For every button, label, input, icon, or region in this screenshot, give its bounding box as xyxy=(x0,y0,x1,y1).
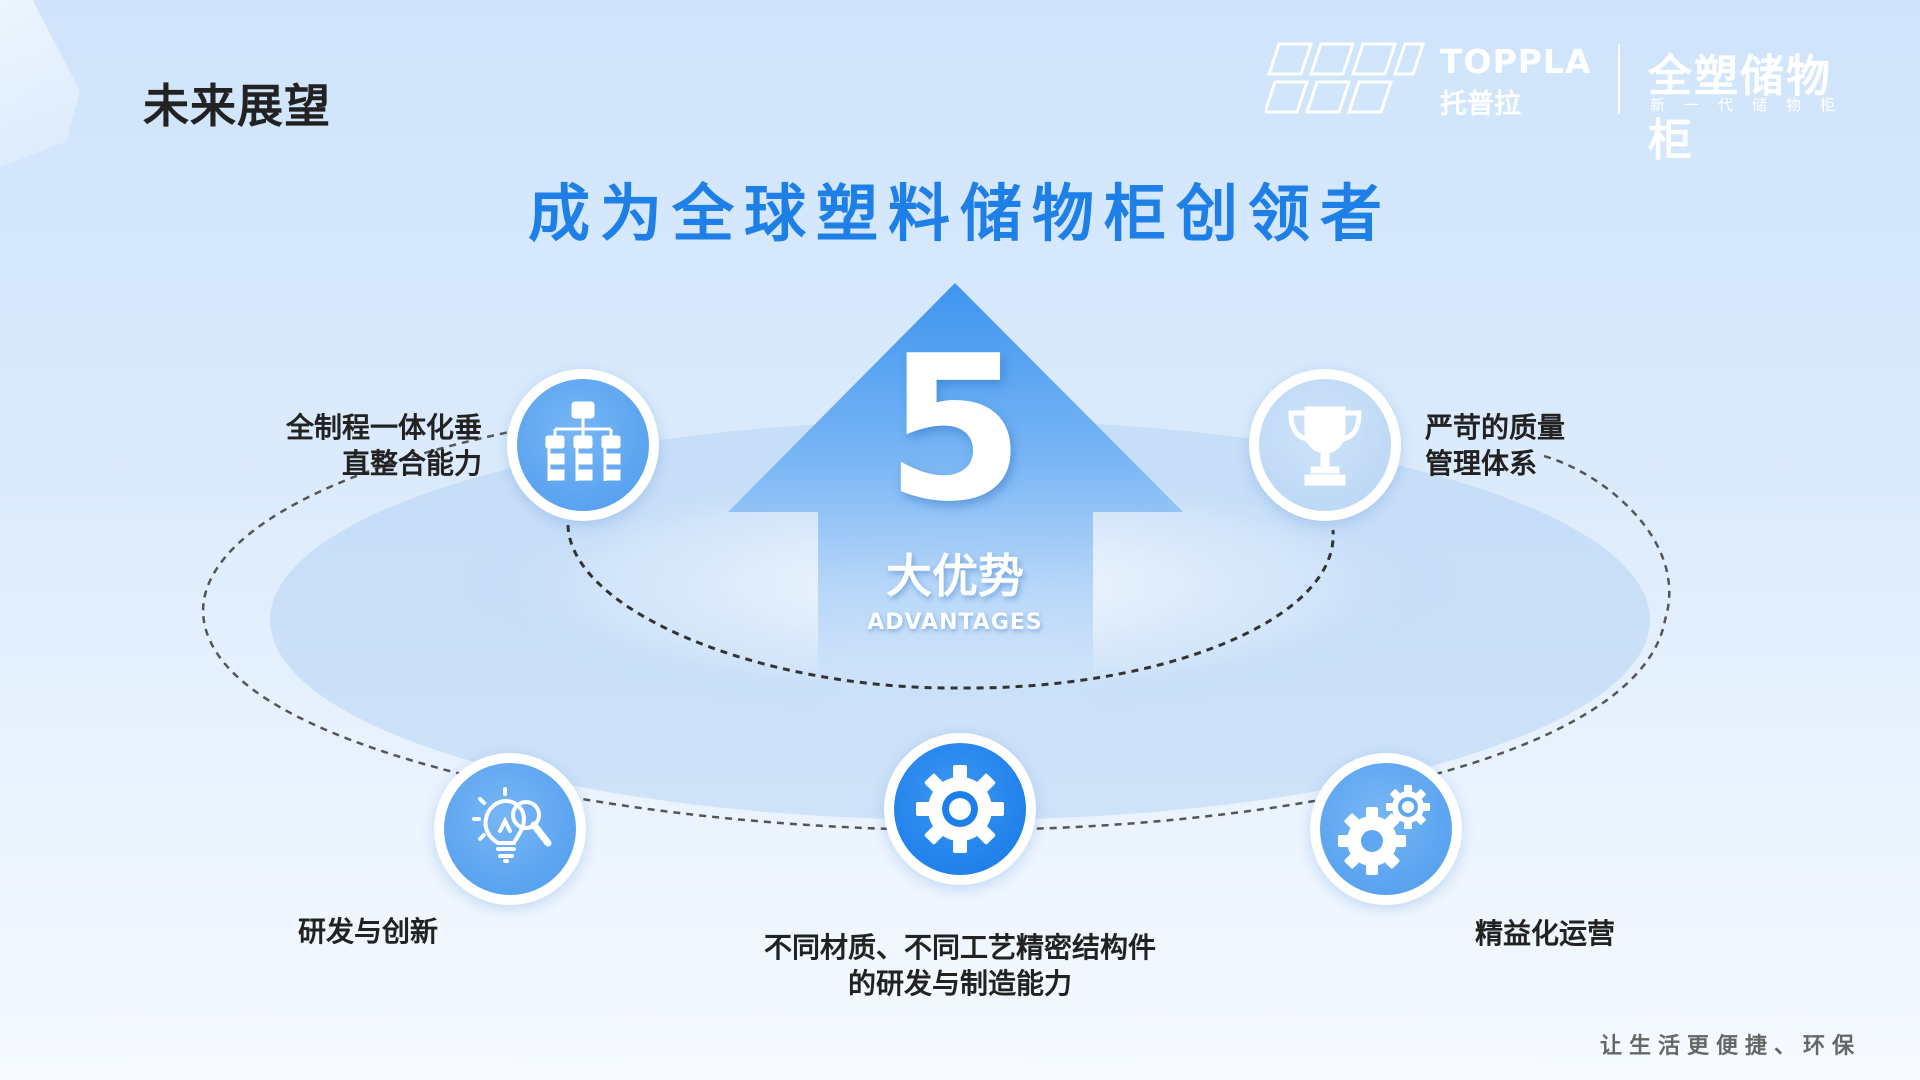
advantage-label-lean: 精益化运营 xyxy=(1475,916,1615,952)
logo-divider xyxy=(1618,44,1620,114)
lightbulb-magnifier-icon xyxy=(472,787,552,863)
label-line: 精益化运营 xyxy=(1475,917,1616,950)
page-title: 未来展望 xyxy=(143,79,331,133)
label-line: 全制程一体化垂 xyxy=(285,411,482,444)
brand-logo: TOPPLA 托普拉 全塑储物柜 新一代储物柜 xyxy=(1265,40,1875,166)
gear-icon xyxy=(916,765,1004,853)
label-line: 不同材质、不同工艺精密结构件 xyxy=(763,931,1156,964)
up-arrow xyxy=(728,283,1183,730)
advantage-label-integration: 全制程一体化垂 直整合能力 xyxy=(230,410,482,482)
advantage-node-rnd xyxy=(434,753,586,905)
toppla-logo-mark-icon xyxy=(1265,42,1425,114)
inner-dashed-path xyxy=(566,524,1335,690)
org-chart-icon xyxy=(545,401,621,481)
label-line: 直整合能力 xyxy=(341,447,482,480)
advantages-count: 5 xyxy=(885,313,1025,546)
label-line: 管理体系 xyxy=(1425,447,1538,480)
gears-icon xyxy=(1338,785,1430,875)
footer-slogan: 让生活更便捷、环保 xyxy=(1600,1034,1862,1059)
brand-name-cn: 托普拉 xyxy=(1440,89,1521,120)
label-line: 研发与创新 xyxy=(298,915,439,948)
advantage-node-precision xyxy=(884,733,1036,885)
brand-slogan: 全塑储物柜 xyxy=(1648,51,1832,166)
advantage-node-integration xyxy=(507,369,659,521)
advantage-node-lean xyxy=(1310,753,1462,905)
advantages-sublabel: ADVANTAGES xyxy=(867,610,1043,635)
advantage-label-rnd: 研发与创新 xyxy=(298,914,438,950)
brand-slogan-sub: 新一代储物柜 xyxy=(1650,96,1855,114)
advantage-label-precision: 不同材质、不同工艺精密结构件 的研发与制造能力 xyxy=(740,930,1180,1002)
advantage-node-quality xyxy=(1249,369,1401,521)
headline: 成为全球塑料储物柜创领者 xyxy=(527,177,1392,250)
brand-name-en: TOPPLA xyxy=(1440,42,1592,81)
advantage-label-quality: 严苛的质量 管理体系 xyxy=(1425,410,1565,482)
label-line: 的研发与制造能力 xyxy=(847,967,1072,1000)
trophy-icon xyxy=(1288,406,1362,486)
advantages-label: 大优势 xyxy=(886,549,1024,603)
label-line: 严苛的质量 xyxy=(1425,411,1566,444)
